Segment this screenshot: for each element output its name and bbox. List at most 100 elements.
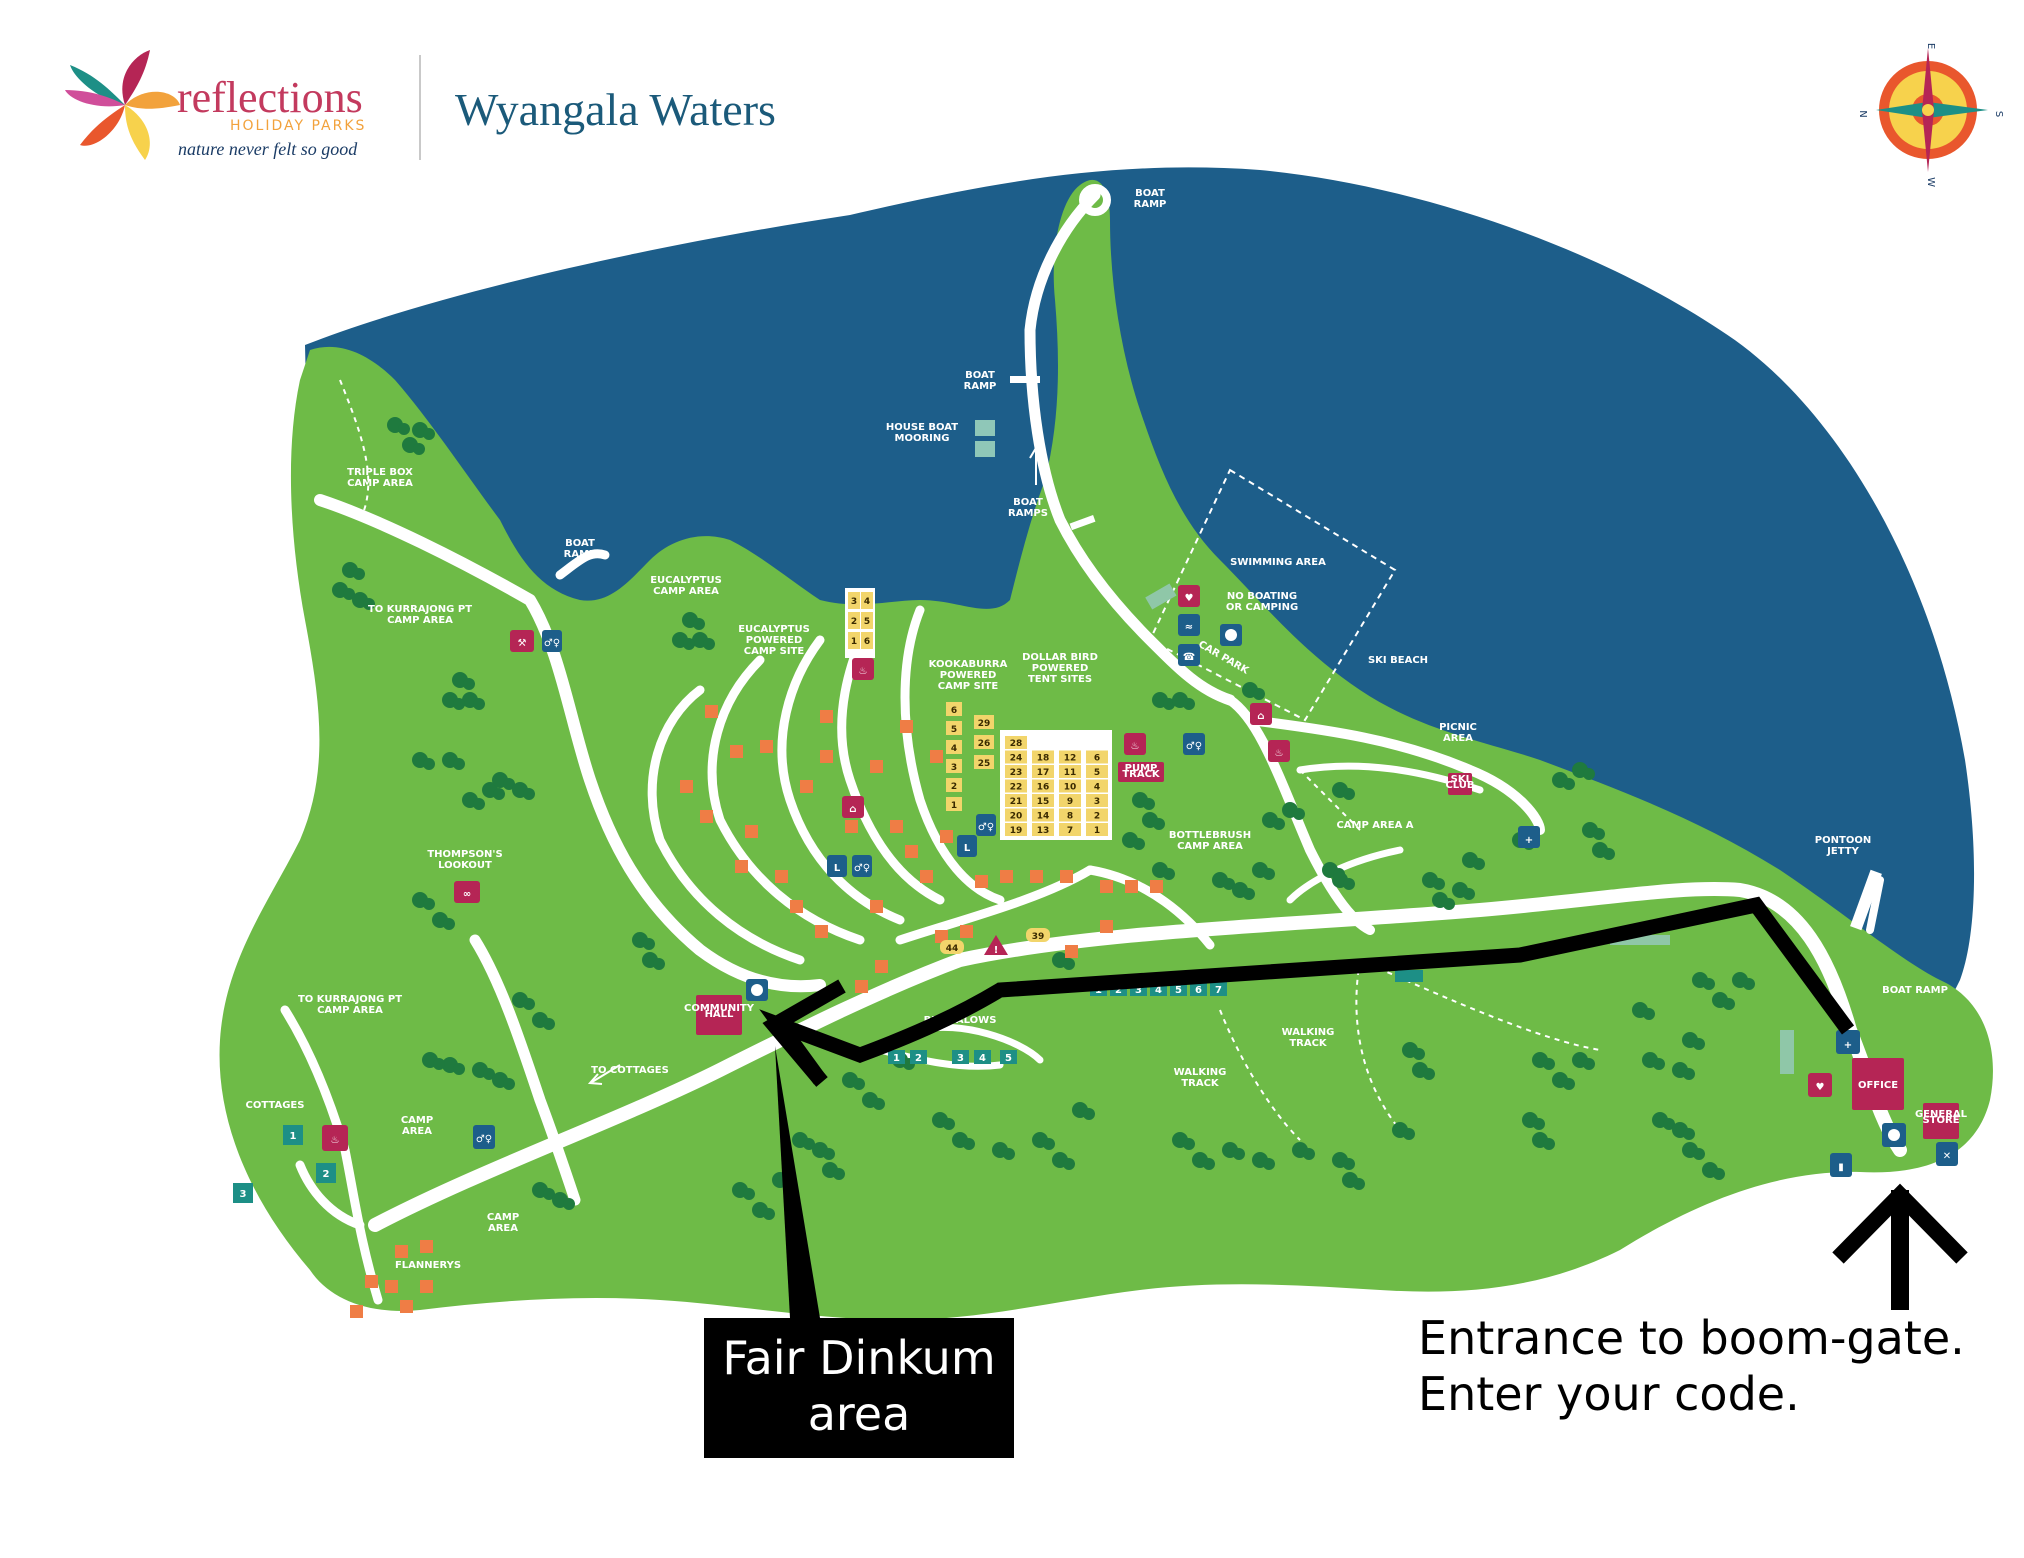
unpowered-site [905,845,918,858]
powered-site [848,632,860,649]
label-boat-ramp-right: BOAT RAMP [1882,985,1948,996]
svg-text:L: L [834,863,841,874]
restaurant-icon: ✕ [1936,1142,1958,1166]
svg-text:2: 2 [323,1169,330,1180]
powered-site [974,735,994,749]
site-number: 14 [1037,812,1050,822]
toilets-icon: ♂♀ [473,1125,495,1149]
entrance-note: Entrance to boom-gate. Enter your code. [1418,1310,2008,1422]
label-flannerys: FLANNERYS [395,1260,461,1271]
powered-site [1032,779,1054,793]
powered-site [946,702,962,716]
svg-text:☎: ☎ [1183,652,1195,663]
powered-site [1032,765,1054,778]
powered-site [1059,750,1081,764]
unpowered-site [870,900,883,913]
west-road [314,494,826,993]
site-number: 16 [1037,783,1050,793]
powered-site [1059,765,1081,778]
unpowered-site [1030,870,1043,883]
svg-text:♂♀: ♂♀ [978,822,994,833]
powered-site [946,759,962,773]
entrance-line-2: Enter your code. [1418,1367,1800,1421]
svg-text:⌂: ⌂ [849,804,856,815]
site-number: 2 [1115,985,1122,996]
svg-text:39: 39 [1032,932,1045,942]
site-number: 15 [1037,797,1050,807]
powered-site [946,740,962,754]
unpowered-site [975,875,988,888]
svg-text:≈: ≈ [1185,622,1193,633]
site-number: 4 [979,1053,986,1064]
site-number: 26 [978,739,991,749]
powered-site [1005,823,1027,836]
phone-icon: ☎ [1178,644,1200,666]
bbq-icon: ♨ [322,1125,348,1151]
caution-icon: ! [984,935,1008,956]
compass-e: E [1925,43,1936,49]
bungalow-site [952,1050,969,1064]
dollar-bird-site-grid: 2824232221201918171615141312111098765432… [1000,730,1112,840]
svg-text:+: + [1844,1040,1852,1051]
compass-n: N [1857,110,1868,117]
site-number: 5 [864,617,870,627]
site-number: 5 [1175,985,1182,996]
unpowered-site [1000,870,1013,883]
label-swimming-area: SWIMMING AREA [1230,557,1326,568]
unpowered-site [385,1280,398,1293]
callout-pointer [775,1046,820,1318]
svg-text:♥: ♥ [1185,593,1194,604]
powered-site [1086,779,1108,793]
label-cottages: COTTAGES [246,1100,305,1111]
unpowered-site [1065,945,1078,958]
bungalow-site [910,1050,927,1064]
fair-dinkum-line-2: area [807,1387,911,1441]
unpowered-site [680,780,693,793]
unpowered-site [735,860,748,873]
unpowered-site [935,930,948,943]
site-number: 5 [1094,768,1100,778]
powered-site [1086,765,1108,778]
powered-site [1059,823,1081,836]
unpowered-site [870,760,883,773]
unpowered-site [745,825,758,838]
first-aid-icon: + [1518,826,1540,848]
svg-text:✕: ✕ [1943,1151,1951,1162]
site-number: 3 [1135,985,1142,996]
label-camp-area-a: CAMP AREA A [1336,820,1413,831]
unpowered-site [820,710,833,723]
unpowered-site [940,830,953,843]
bbq-icon: ⚒ [510,630,534,652]
site-number: 2 [915,1053,922,1064]
site-number: 6 [951,706,957,716]
unpowered-site [1125,880,1138,893]
boat-launch-icon: ≈ [1178,614,1200,636]
site-number: 3 [957,1053,964,1064]
label-bungalows: BUNGALOWS [924,1015,997,1026]
brand-tagline: nature never felt so good [178,139,358,159]
site-number: 11 [1064,768,1077,778]
brand-subname: HOLIDAY PARKS [230,118,366,134]
site-number: 23 [1010,768,1023,778]
powered-site [1086,794,1108,807]
svg-text:+: + [1525,835,1533,846]
defibrillator-icon: ♥ [1178,585,1200,607]
cottage-icon: 1 [283,1125,303,1145]
site-number: 1 [951,801,957,811]
svg-text:♨: ♨ [1275,748,1284,759]
unpowered-site [400,1300,413,1313]
site-number: 24 [1010,754,1023,764]
info-icon [1220,624,1242,646]
unpowered-site [890,820,903,833]
